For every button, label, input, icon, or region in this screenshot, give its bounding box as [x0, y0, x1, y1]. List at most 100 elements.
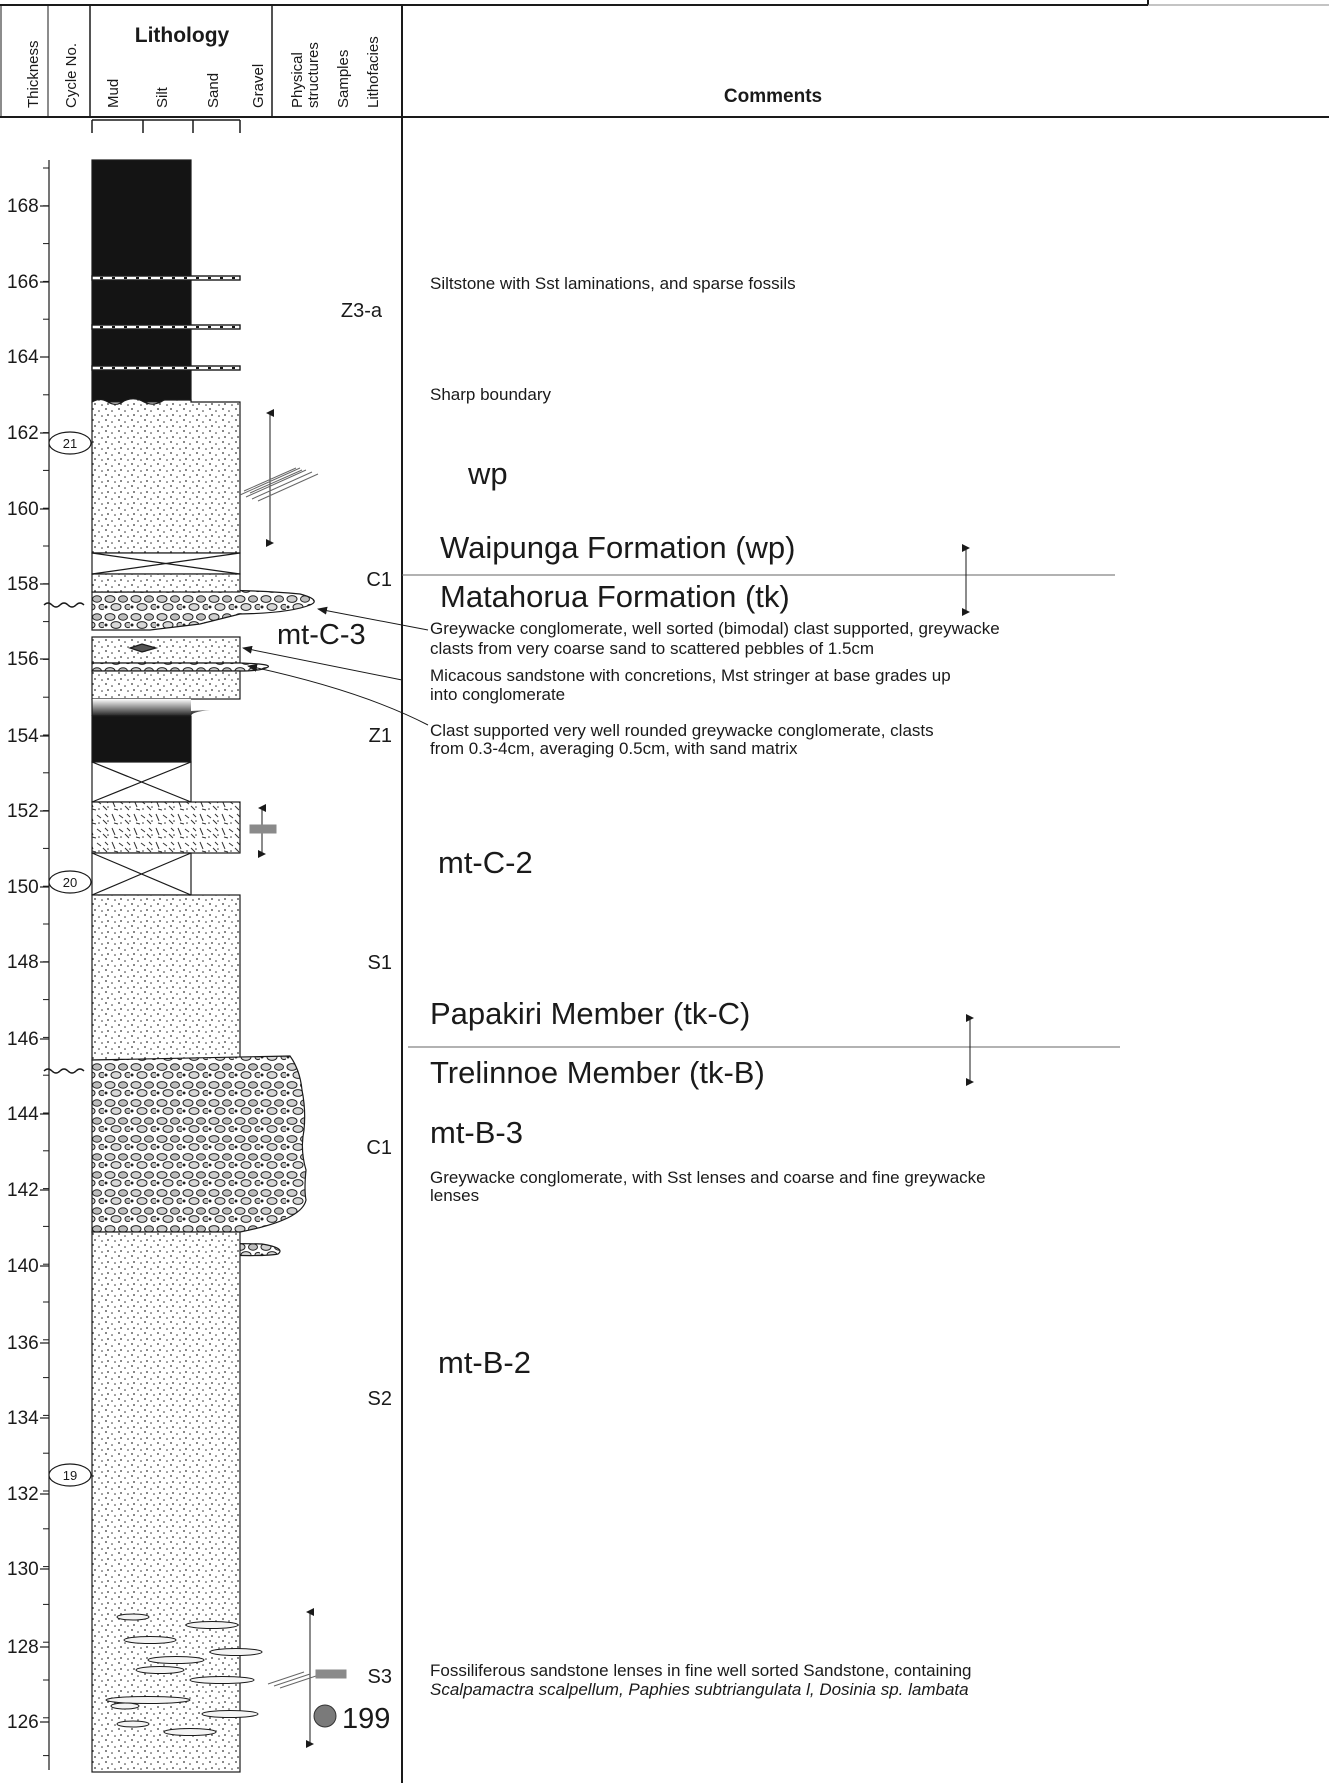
- comment-greywacke-line-1: Greywacke conglomerate, with Sst lenses …: [430, 1168, 986, 1187]
- sandstone-bed: [91, 1231, 241, 1773]
- shell-lens: [110, 1702, 140, 1710]
- shell-lens: [209, 1648, 263, 1656]
- upper-member-name: Papakiri Member (tk-C): [430, 996, 750, 1031]
- facies-unit-label: mt-B-3: [430, 1115, 523, 1150]
- comment-fossiliferous-line-1: Fossiliferous sandstone lenses in fine w…: [430, 1661, 972, 1680]
- depth-axis: 168 166 164 162 160 158 156 154 152 150 …: [7, 160, 50, 1770]
- covered-interval: [91, 552, 241, 575]
- header-sand: Sand: [205, 73, 222, 108]
- erosional-contacts: [43, 602, 85, 1074]
- sandstone-laminations: [91, 275, 241, 371]
- header-structures: structures: [305, 42, 322, 108]
- header-gravel: Gravel: [250, 64, 267, 108]
- facies-unit-label: mt-C-3: [277, 619, 366, 651]
- covered-interval: [91, 761, 192, 803]
- depth-label: 126: [7, 1712, 39, 1733]
- depth-label: 142: [7, 1180, 39, 1201]
- upper-formation-name: Waipunga Formation (wp): [440, 530, 796, 565]
- shell-lens: [116, 1720, 150, 1728]
- lithofacies-code: Z1: [369, 725, 392, 747]
- depth-label: 128: [7, 1637, 39, 1658]
- header-physical: Physical: [289, 52, 306, 108]
- lower-formation-name: Matahorua Formation (tk): [440, 579, 790, 614]
- pointer-line: [317, 606, 429, 631]
- lithofacies-code: S3: [368, 1666, 392, 1688]
- erosion-contact: [43, 602, 85, 608]
- comment-clast-line-2: from 0.3-4cm, averaging 0.5cm, with sand…: [430, 739, 798, 758]
- depth-label: 156: [7, 649, 39, 670]
- comment-clast-line-1: Clast supported very well rounded greywa…: [430, 721, 934, 740]
- mudstone-bed: [91, 715, 192, 763]
- comment-conglomerate-line-1: Greywacke conglomerate, well sorted (bim…: [430, 619, 1000, 638]
- sandstone-bed: [91, 398, 241, 554]
- header-comments: Comments: [724, 86, 822, 107]
- comment-conglomerate-line-2: clasts from very coarse sand to scattere…: [430, 639, 874, 658]
- comment-sharp-boundary: Sharp boundary: [430, 385, 551, 404]
- depth-label: 154: [7, 726, 39, 747]
- major-ticks: [40, 205, 49, 1723]
- column-headers: Thickness Cycle No. Lithology Mud Silt S…: [25, 24, 822, 108]
- lower-member-name: Trelinnoe Member (tk-B): [430, 1055, 765, 1090]
- comment-pointers: [242, 606, 429, 726]
- cycle-number: 20: [63, 875, 77, 890]
- header-lithology: Lithology: [135, 24, 230, 47]
- depth-label: 166: [7, 272, 39, 293]
- cycle-marker: 21: [48, 431, 92, 455]
- cross-bedding-symbol: [239, 467, 319, 502]
- pointer-line: [247, 663, 429, 726]
- cycle-markers: 21 20 19: [48, 431, 92, 1487]
- lithology-column: [91, 159, 315, 1773]
- comments-text: Siltstone with Sst laminations, and spar…: [430, 274, 1000, 1699]
- depth-label: 140: [7, 1256, 39, 1277]
- comment-fossiliferous-line-2: Scalpamactra scalpellum, Paphies subtria…: [430, 1680, 969, 1699]
- depth-label: 160: [7, 499, 39, 520]
- facies-unit-label: mt-B-2: [438, 1345, 531, 1380]
- fossiliferous-lenses: [105, 1613, 263, 1736]
- facies-unit-label: mt-C-2: [438, 845, 533, 880]
- cycle-marker: 19: [48, 1463, 92, 1487]
- shell-lens: [201, 1710, 259, 1718]
- cycle-marker: 20: [48, 870, 92, 894]
- depth-label: 136: [7, 1333, 39, 1354]
- lithofacies-code: C1: [366, 569, 392, 591]
- depth-label: 130: [7, 1559, 39, 1580]
- cycle-number: 21: [63, 436, 77, 451]
- depth-label: 148: [7, 952, 39, 973]
- depth-label: 164: [7, 347, 39, 368]
- mudstone-bed: [91, 159, 192, 403]
- shell-lens: [185, 1621, 239, 1629]
- grain-size-scale: [91, 119, 241, 133]
- depth-label: 132: [7, 1484, 39, 1505]
- micaceous-sandstone-bed: [91, 636, 241, 664]
- depth-label: 134: [7, 1408, 39, 1429]
- header-mud: Mud: [105, 79, 122, 108]
- lithofacies-code: C1: [366, 1137, 392, 1159]
- sandstone-bed: [91, 894, 241, 1061]
- covered-interval: [91, 852, 192, 896]
- depth-label: 168: [7, 196, 39, 217]
- sample-icon: [313, 1704, 337, 1728]
- formation-boundaries: [402, 544, 1120, 1086]
- pointer-line: [242, 645, 403, 681]
- cross-bedding-symbol: [267, 1671, 317, 1689]
- shell-lens: [163, 1728, 217, 1736]
- concretion: [128, 643, 159, 653]
- erosion-contact: [43, 1068, 85, 1074]
- depth-label: 144: [7, 1104, 39, 1125]
- lithofacies-code: S2: [368, 1388, 392, 1410]
- comment-greywacke-line-2: lenses: [430, 1186, 479, 1205]
- laminated-sandstone-bed: [91, 801, 241, 854]
- conglomerate-bed: [91, 1055, 307, 1233]
- header-thickness: Thickness: [25, 40, 42, 108]
- header-samples: Samples: [335, 50, 352, 108]
- facies-unit-label: wp: [467, 456, 508, 491]
- formation-names: wp Waipunga Formation (wp) Matahorua For…: [430, 456, 796, 1380]
- header-silt: Silt: [154, 86, 171, 108]
- shell-lens: [105, 1696, 191, 1704]
- physical-structures: [239, 409, 347, 1748]
- shell-lens: [189, 1676, 255, 1684]
- lithofacies-code: S1: [368, 952, 392, 974]
- parallel-lamination-symbol: [315, 1669, 347, 1679]
